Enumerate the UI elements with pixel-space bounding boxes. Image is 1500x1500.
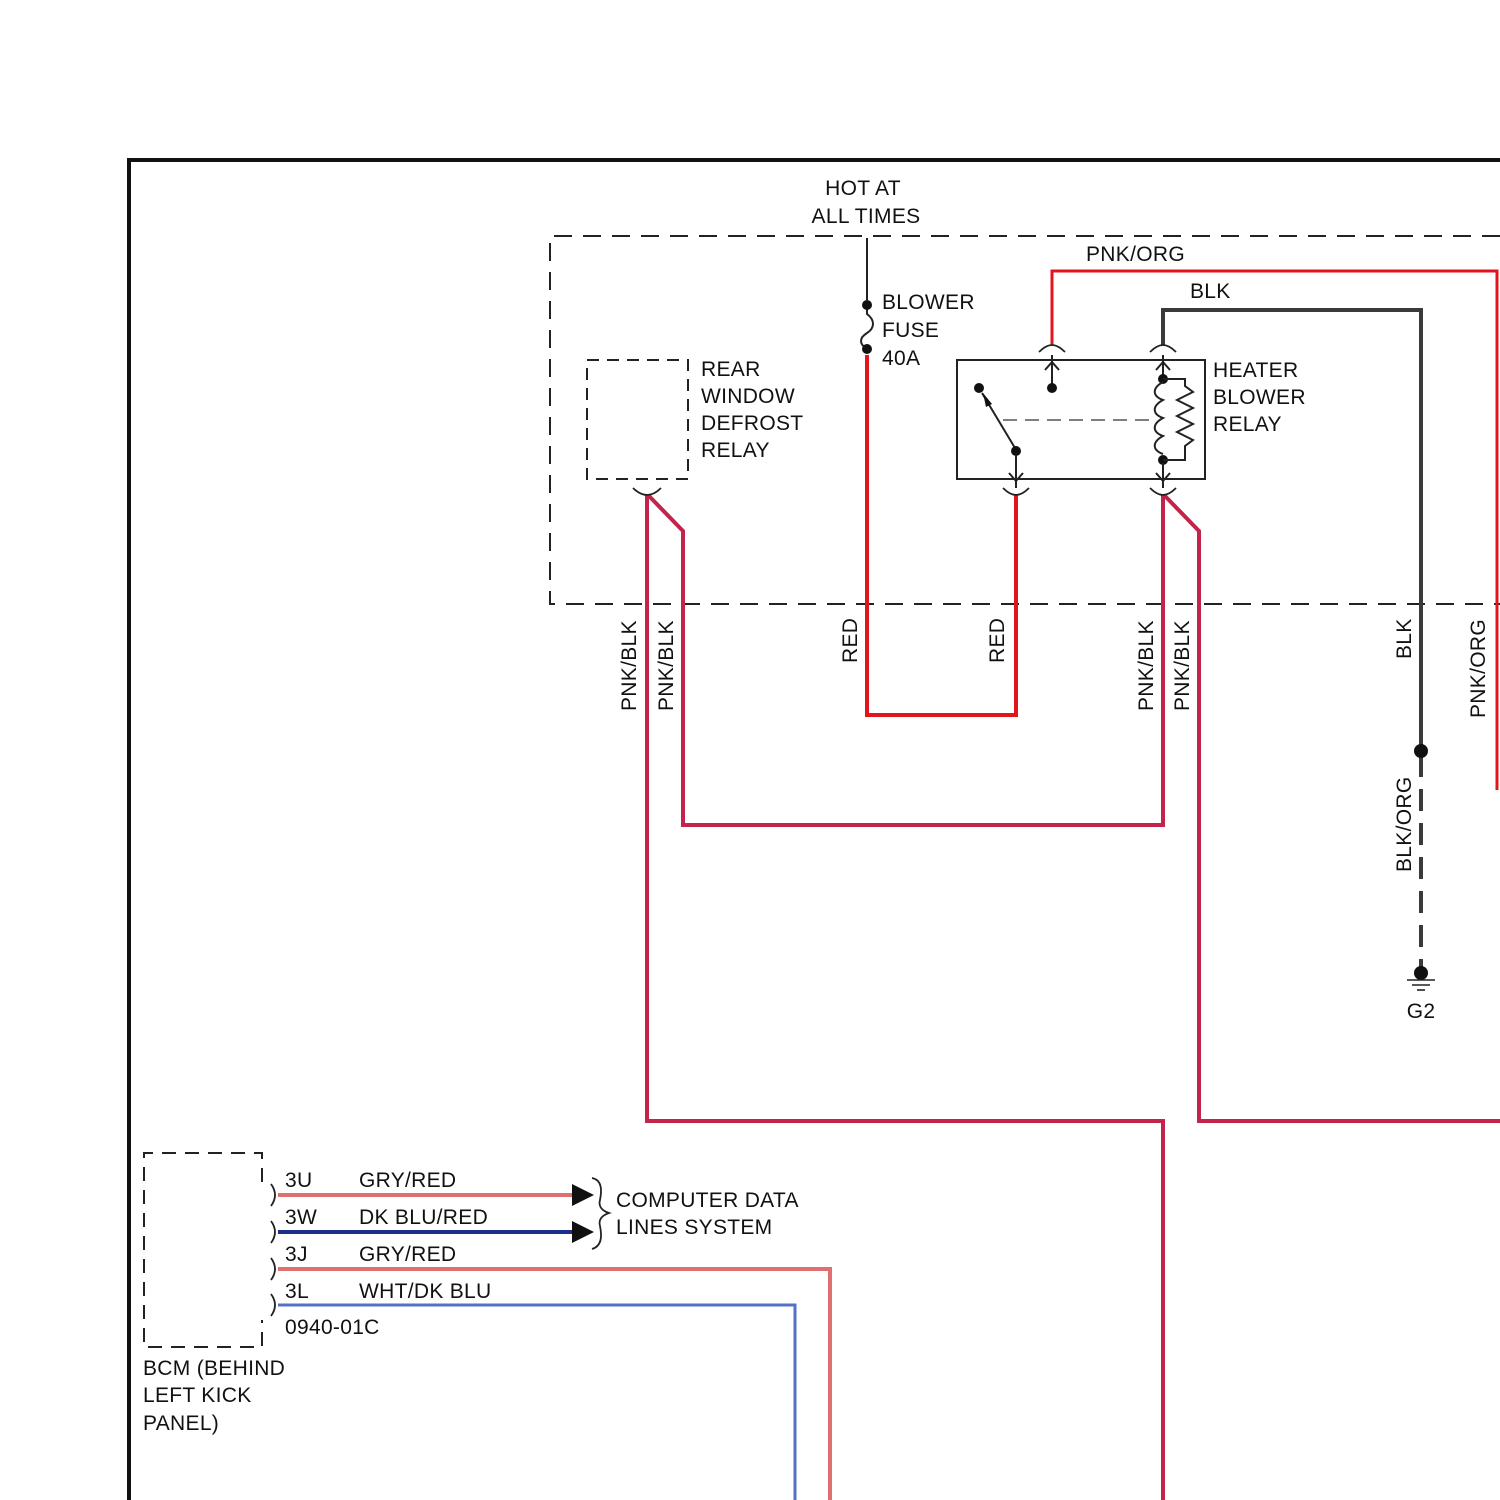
- rear-relay-label-line2: WINDOW: [701, 385, 795, 408]
- wire-label-red-2: RED: [986, 618, 1009, 663]
- wire-label-pnk-blk-4: PNK/BLK: [1171, 620, 1194, 711]
- ground-icon: [1407, 966, 1435, 990]
- fuse-label-line2: FUSE: [882, 319, 939, 342]
- blower-relay-label-line2: BLOWER: [1213, 386, 1306, 409]
- fuse-label-line1: BLOWER: [882, 291, 975, 314]
- pin-3u-wire-label: GRY/RED: [359, 1169, 456, 1192]
- wire-label-pnk-blk-2: PNK/BLK: [655, 620, 678, 711]
- rear-relay-label-line4: RELAY: [701, 439, 770, 462]
- wire-label-blk-right: BLK: [1393, 618, 1416, 659]
- bcm-pin-terminals: [271, 1184, 275, 1316]
- pin-3w-label: 3W: [285, 1206, 317, 1229]
- wire-label-blk-top: BLK: [1190, 280, 1231, 303]
- brace-icon: [592, 1178, 609, 1249]
- wire-label-pnk-org-right: PNK/ORG: [1467, 619, 1490, 718]
- power-label-line1: HOT AT: [825, 177, 901, 200]
- bcm-label-line3: PANEL): [143, 1412, 219, 1435]
- wire-label-pnk-blk-1: PNK/BLK: [618, 620, 641, 711]
- bcm-connector-label: 0940-01C: [285, 1316, 380, 1339]
- wire-pnk-blk-2: [649, 494, 1163, 825]
- wire-label-red-1: RED: [839, 618, 862, 663]
- pin-3w-wire-label: DK BLU/RED: [359, 1206, 488, 1229]
- splice-dot: [1414, 744, 1428, 758]
- arrow-3u-icon: [572, 1184, 594, 1206]
- pin-3l-label: 3L: [285, 1280, 309, 1303]
- blower-relay-label-line3: RELAY: [1213, 413, 1282, 436]
- relay-coil-icon: [1155, 355, 1193, 488]
- wire-pnk-blk-1: [647, 494, 1163, 1500]
- bcm-label-line1: BCM (BEHIND: [143, 1357, 285, 1380]
- fuse-icon: [861, 300, 873, 354]
- wire-label-pnk-org-top: PNK/ORG: [1086, 243, 1185, 266]
- power-label-line2: ALL TIMES: [812, 205, 921, 228]
- ground-label: G2: [1407, 1000, 1436, 1023]
- bcm-label-line2: LEFT KICK: [143, 1384, 252, 1407]
- pin-3j-wire-label: GRY/RED: [359, 1243, 456, 1266]
- bcm-box: [144, 1153, 262, 1347]
- pin-3j-label: 3J: [285, 1243, 308, 1266]
- pin-3u-label: 3U: [285, 1169, 312, 1192]
- relay-switch-icon: [974, 355, 1155, 488]
- pin-3l-wire-label: WHT/DK BLU: [359, 1280, 492, 1303]
- wire-pnk-blk-4: [1165, 496, 1500, 1121]
- rear-window-defrost-relay-box: [587, 360, 688, 479]
- fuse-label-line3: 40A: [882, 347, 920, 370]
- wire-pnk-org-top: [1052, 271, 1497, 790]
- data-lines-label-line2: LINES SYSTEM: [616, 1216, 772, 1239]
- rear-relay-label-line3: DEFROST: [701, 412, 803, 435]
- wire-label-pnk-blk-3: PNK/BLK: [1135, 620, 1158, 711]
- blower-relay-label-line1: HEATER: [1213, 359, 1298, 382]
- wire-label-blk-org: BLK/ORG: [1393, 777, 1416, 872]
- rear-relay-label-line1: REAR: [701, 358, 761, 381]
- data-lines-label-line1: COMPUTER DATA: [616, 1189, 799, 1212]
- arrow-3w-icon: [572, 1221, 594, 1243]
